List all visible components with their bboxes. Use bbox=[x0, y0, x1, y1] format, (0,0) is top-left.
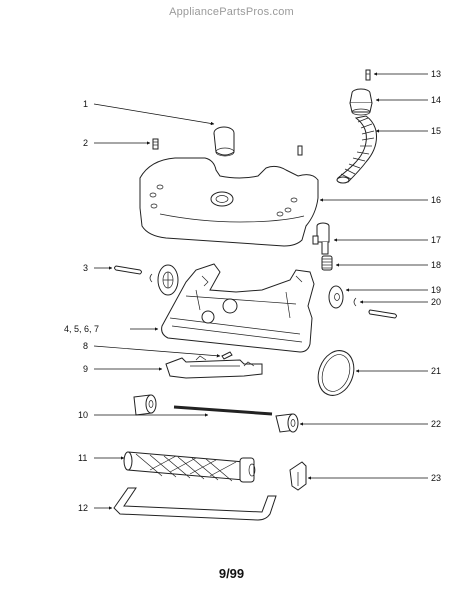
part-21-belt bbox=[317, 350, 355, 396]
part-15-hose bbox=[336, 115, 377, 184]
part-3-axle bbox=[114, 265, 153, 283]
part-20-clip bbox=[353, 297, 357, 307]
callout-22: 22 bbox=[431, 419, 441, 429]
part-20-axle bbox=[368, 309, 397, 319]
callout-11: 11 bbox=[78, 453, 87, 463]
part-1-connector bbox=[213, 126, 235, 157]
callout-12: 12 bbox=[78, 503, 88, 513]
hood-screw bbox=[297, 145, 303, 156]
callout-4-5-6-7: 4, 5, 6, 7 bbox=[64, 324, 99, 334]
callout-21: 21 bbox=[431, 366, 441, 376]
callout-1: 1 bbox=[83, 99, 88, 109]
part-16-hood bbox=[139, 157, 319, 247]
callout-2: 2 bbox=[83, 138, 88, 148]
callout-16: 16 bbox=[431, 195, 441, 205]
part-4-7-base bbox=[161, 263, 315, 353]
callout-15: 15 bbox=[431, 126, 441, 136]
part-14-coupling bbox=[349, 88, 373, 116]
part-13-screw bbox=[365, 69, 371, 81]
left-end-cap bbox=[133, 394, 157, 416]
part-10-shaft bbox=[173, 405, 273, 416]
callout-20: 20 bbox=[431, 297, 441, 307]
part-22-end-cap bbox=[275, 413, 299, 433]
callout-3: 3 bbox=[83, 263, 88, 273]
part-8-screw bbox=[221, 351, 233, 360]
callout-8: 8 bbox=[83, 341, 88, 351]
part-9-plate bbox=[165, 355, 263, 379]
callout-19: 19 bbox=[431, 285, 441, 295]
part-2-screw bbox=[152, 138, 159, 150]
part-12-bumper bbox=[113, 487, 277, 521]
callout-17: 17 bbox=[431, 235, 441, 245]
callout-23: 23 bbox=[431, 473, 441, 483]
part-18-spring bbox=[321, 255, 333, 271]
part-23-bracket bbox=[289, 461, 307, 491]
callout-14: 14 bbox=[431, 95, 441, 105]
left-rear-wheel bbox=[157, 264, 179, 296]
callout-10: 10 bbox=[78, 410, 88, 420]
page-date-footer: 9/99 bbox=[218, 566, 245, 581]
callout-13: 13 bbox=[431, 69, 441, 79]
part-19-wheel bbox=[328, 285, 344, 309]
leader-line-8 bbox=[93, 345, 221, 358]
part-17-valve bbox=[312, 222, 330, 255]
leader-line-1 bbox=[93, 103, 215, 126]
callout-18: 18 bbox=[431, 260, 441, 270]
part-11-brushroll bbox=[123, 451, 256, 483]
watermark-text: AppliancePartsPros.com bbox=[169, 6, 294, 18]
callout-9: 9 bbox=[83, 364, 88, 374]
